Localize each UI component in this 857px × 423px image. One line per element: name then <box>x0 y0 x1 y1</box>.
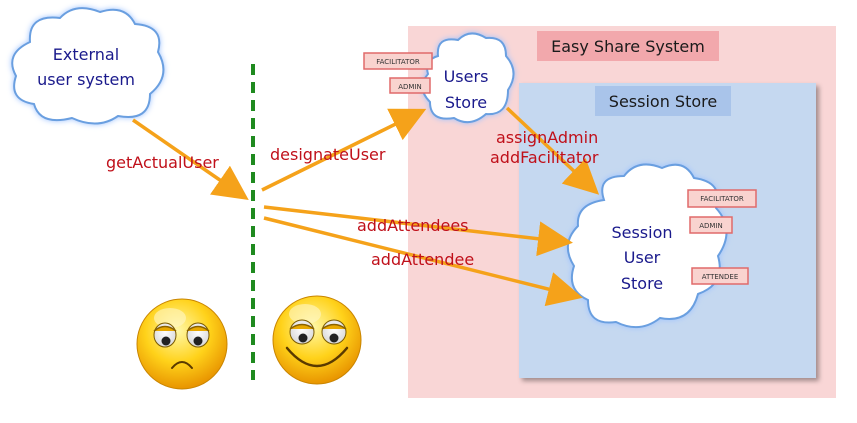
label-add-attendees: addAttendees <box>357 216 469 235</box>
session-user-store-line-3: Store <box>621 274 663 293</box>
session-tag-facilitator <box>687 189 757 208</box>
arrow-assign-admin <box>505 106 600 195</box>
session-user-store-line-1: Session <box>611 223 672 242</box>
sad-face-icon <box>136 298 228 390</box>
session-tag-facilitator-label: FACILITATOR <box>700 195 744 203</box>
arrow-add-attendee <box>263 216 583 307</box>
arrow-add-attendees <box>263 205 573 257</box>
label-assign-admin: assignAdmin <box>496 128 598 147</box>
label-add-facilitator: addFacilitator <box>490 148 599 167</box>
session-user-store-line-2: User <box>624 248 661 267</box>
system-title: Easy Share System <box>551 37 705 56</box>
users-store-tag-admin-label: ADMIN <box>398 83 422 91</box>
arrow-get-actual-user <box>132 118 249 200</box>
external-cloud-line-1: External <box>53 45 119 64</box>
session-tag-admin <box>689 216 733 234</box>
label-get-actual-user: getActualUser <box>106 153 219 172</box>
users-store-tag-facilitator <box>363 52 433 70</box>
users-store-line-2: Store <box>445 93 487 112</box>
system-title-box <box>537 31 719 61</box>
label-designate-user: designateUser <box>270 145 386 164</box>
session-tag-admin-label: ADMIN <box>699 222 723 230</box>
users-store-tag-facilitator-label: FACILITATOR <box>376 58 420 66</box>
external-cloud-line-2: user system <box>37 70 135 89</box>
arrow-designate-user <box>261 108 427 192</box>
session-tag-attendee <box>691 267 749 285</box>
session-store-title-box <box>595 86 731 116</box>
session-store-title: Session Store <box>609 92 717 111</box>
users-store-tag-admin <box>389 77 431 94</box>
session-user-store-cloud <box>567 163 728 329</box>
happy-face-icon <box>272 295 362 385</box>
session-tag-attendee-label: ATTENDEE <box>702 273 739 281</box>
label-add-attendee: addAttendee <box>371 250 474 269</box>
users-store-line-1: Users <box>444 67 489 86</box>
external-user-system-cloud <box>11 7 165 125</box>
